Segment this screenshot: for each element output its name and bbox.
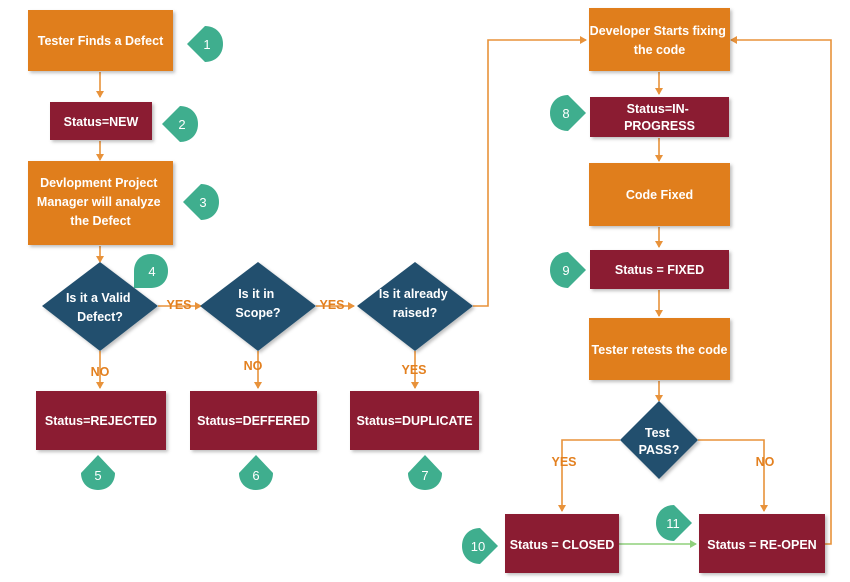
node-status-rejected-line: Status=REJECTED xyxy=(45,414,157,428)
node-status-deferred: Status=DEFFERED xyxy=(190,391,317,450)
node-tester-finds-line: Tester Finds a Defect xyxy=(38,34,164,48)
svg-text:Status = RE-OPEN: Status = RE-OPEN xyxy=(707,538,816,552)
label-raised-yes: YES xyxy=(401,363,426,377)
svg-text:Developer Starts fixing: Developer Starts fixing the code xyxy=(590,24,730,57)
step-badge-10 xyxy=(462,528,498,564)
node-status-new: Status=NEW xyxy=(50,102,152,140)
node-dev-pm-line1: Devlopment Project xyxy=(40,176,158,190)
edge-raised-to-devstarts xyxy=(473,36,587,307)
svg-text:Status=DEFFERED: Status=DEFFERED xyxy=(197,414,310,428)
svg-text:Status=IN- PROGRESS: Status=IN- PROGRESS xyxy=(624,102,695,133)
node-code-fixed: Code Fixed xyxy=(589,163,730,226)
node-valid-defect-line1: Is it a Valid xyxy=(66,291,131,305)
node-dev-pm: Devlopment Project Manager will analyze … xyxy=(28,161,173,245)
node-status-rejected: Status=REJECTED xyxy=(36,391,166,450)
svg-text:Is it in Scope?: Is it in Scope? xyxy=(235,287,280,320)
step-badge-11 xyxy=(656,505,692,541)
step-badge-10-number: 10 xyxy=(471,539,485,554)
label-valid-no: NO xyxy=(91,365,110,379)
node-valid-defect: Is it a Valid Defect? xyxy=(42,262,158,351)
edge-pass-no-to-reopen xyxy=(698,439,768,512)
node-tester-retests: Tester retests the code xyxy=(589,318,730,380)
svg-text:Tester retests the code: Tester retests the code xyxy=(592,343,728,357)
step-badge-4 xyxy=(134,254,168,288)
step-badge-3-number: 3 xyxy=(199,195,206,210)
step-badge-2 xyxy=(162,106,198,142)
node-dev-starts-line2: the code xyxy=(634,43,685,57)
svg-text:Status = FIXED: Status = FIXED xyxy=(615,263,704,277)
step-badge-1 xyxy=(187,26,223,62)
step-badges: 1 2 3 4 5 6 7 8 9 xyxy=(81,26,692,564)
step-badge-8 xyxy=(550,95,586,131)
node-status-inprogress-line1: Status=IN- xyxy=(627,102,689,116)
step-badge-9-number: 9 xyxy=(562,263,569,278)
step-badge-5 xyxy=(81,455,115,490)
node-status-deferred-line: Status=DEFFERED xyxy=(197,414,310,428)
step-badge-9 xyxy=(550,252,586,288)
label-scope-no: NO xyxy=(244,359,263,373)
edge-reopen-to-devstarts xyxy=(730,36,832,545)
step-badge-2-number: 2 xyxy=(178,117,185,132)
node-dev-starts-line1: Developer Starts fixing xyxy=(590,24,726,38)
node-status-new-line: Status=NEW xyxy=(64,115,139,129)
label-valid-yes: YES xyxy=(166,298,191,312)
node-already-raised-line2: raised? xyxy=(393,306,437,320)
node-already-raised-line1: Is it already xyxy=(379,287,448,301)
node-status-reopen: Status = RE-OPEN xyxy=(699,514,825,573)
step-badge-8-number: 8 xyxy=(562,106,569,121)
step-badge-5-number: 5 xyxy=(94,468,101,483)
svg-text:Status=REJECTED: Status=REJECTED xyxy=(45,414,157,428)
node-test-pass-line2: PASS? xyxy=(639,443,680,457)
node-code-fixed-line: Code Fixed xyxy=(626,188,693,202)
step-badge-6-number: 6 xyxy=(252,468,259,483)
edge-pass-yes-to-closed xyxy=(558,439,620,512)
node-status-closed-line: Status = CLOSED xyxy=(510,538,615,552)
node-in-scope: Is it in Scope? xyxy=(200,262,316,351)
step-badge-7-number: 7 xyxy=(421,468,428,483)
step-badge-11-number: 11 xyxy=(666,516,680,531)
node-tester-retests-line: Tester retests the code xyxy=(592,343,728,357)
node-status-fixed: Status = FIXED xyxy=(590,250,729,289)
svg-text:Is it already raised?: Is it already raised? xyxy=(379,287,451,320)
node-valid-defect-line2: Defect? xyxy=(77,310,123,324)
node-status-inprogress-line2: PROGRESS xyxy=(624,119,695,133)
node-already-raised: Is it already raised? xyxy=(357,262,473,351)
step-badge-6 xyxy=(239,455,273,490)
node-dev-pm-line2: Manager will analyze xyxy=(37,195,161,209)
node-status-duplicate: Status=DUPLICATE xyxy=(350,391,479,450)
node-in-scope-line1: Is it in xyxy=(238,287,274,301)
svg-text:Status=NEW: Status=NEW xyxy=(64,115,139,129)
svg-text:Status = CLOSED: Status = CLOSED xyxy=(510,538,615,552)
node-status-fixed-line: Status = FIXED xyxy=(615,263,704,277)
node-test-pass: Test PASS? xyxy=(620,401,698,479)
node-in-scope-line2: Scope? xyxy=(235,306,280,320)
node-status-closed: Status = CLOSED xyxy=(505,514,619,573)
node-tester-finds: Tester Finds a Defect xyxy=(28,10,173,71)
node-dev-starts: Developer Starts fixing the code xyxy=(589,8,730,71)
svg-text:Status=DUPLICATE: Status=DUPLICATE xyxy=(356,414,472,428)
node-status-reopen-line: Status = RE-OPEN xyxy=(707,538,816,552)
svg-text:Test PASS?: Test PASS? xyxy=(639,426,680,457)
svg-text:Tester Finds a Defect: Tester Finds a Defect xyxy=(38,34,164,48)
step-badge-4-number: 4 xyxy=(148,264,155,279)
svg-text:Devlopment Project Manag: Devlopment Project Manager will analyze … xyxy=(37,176,164,228)
label-pass-yes: YES xyxy=(551,455,576,469)
label-pass-no: NO xyxy=(756,455,775,469)
svg-text:Is it a Valid Defect?: Is it a Valid Defect? xyxy=(66,291,134,324)
node-status-inprogress: Status=IN- PROGRESS xyxy=(590,97,729,137)
node-dev-pm-line3: the Defect xyxy=(70,214,131,228)
step-badge-7 xyxy=(408,455,442,490)
step-badge-1-number: 1 xyxy=(203,37,210,52)
svg-text:Code Fixed: Code Fixed xyxy=(626,188,693,202)
node-status-duplicate-line: Status=DUPLICATE xyxy=(356,414,472,428)
node-test-pass-line1: Test xyxy=(645,426,671,440)
edge-labels: YES YES NO NO YES YES NO xyxy=(91,298,775,469)
connectors xyxy=(96,36,832,548)
label-scope-yes: YES xyxy=(319,298,344,312)
step-badge-3 xyxy=(183,184,219,220)
